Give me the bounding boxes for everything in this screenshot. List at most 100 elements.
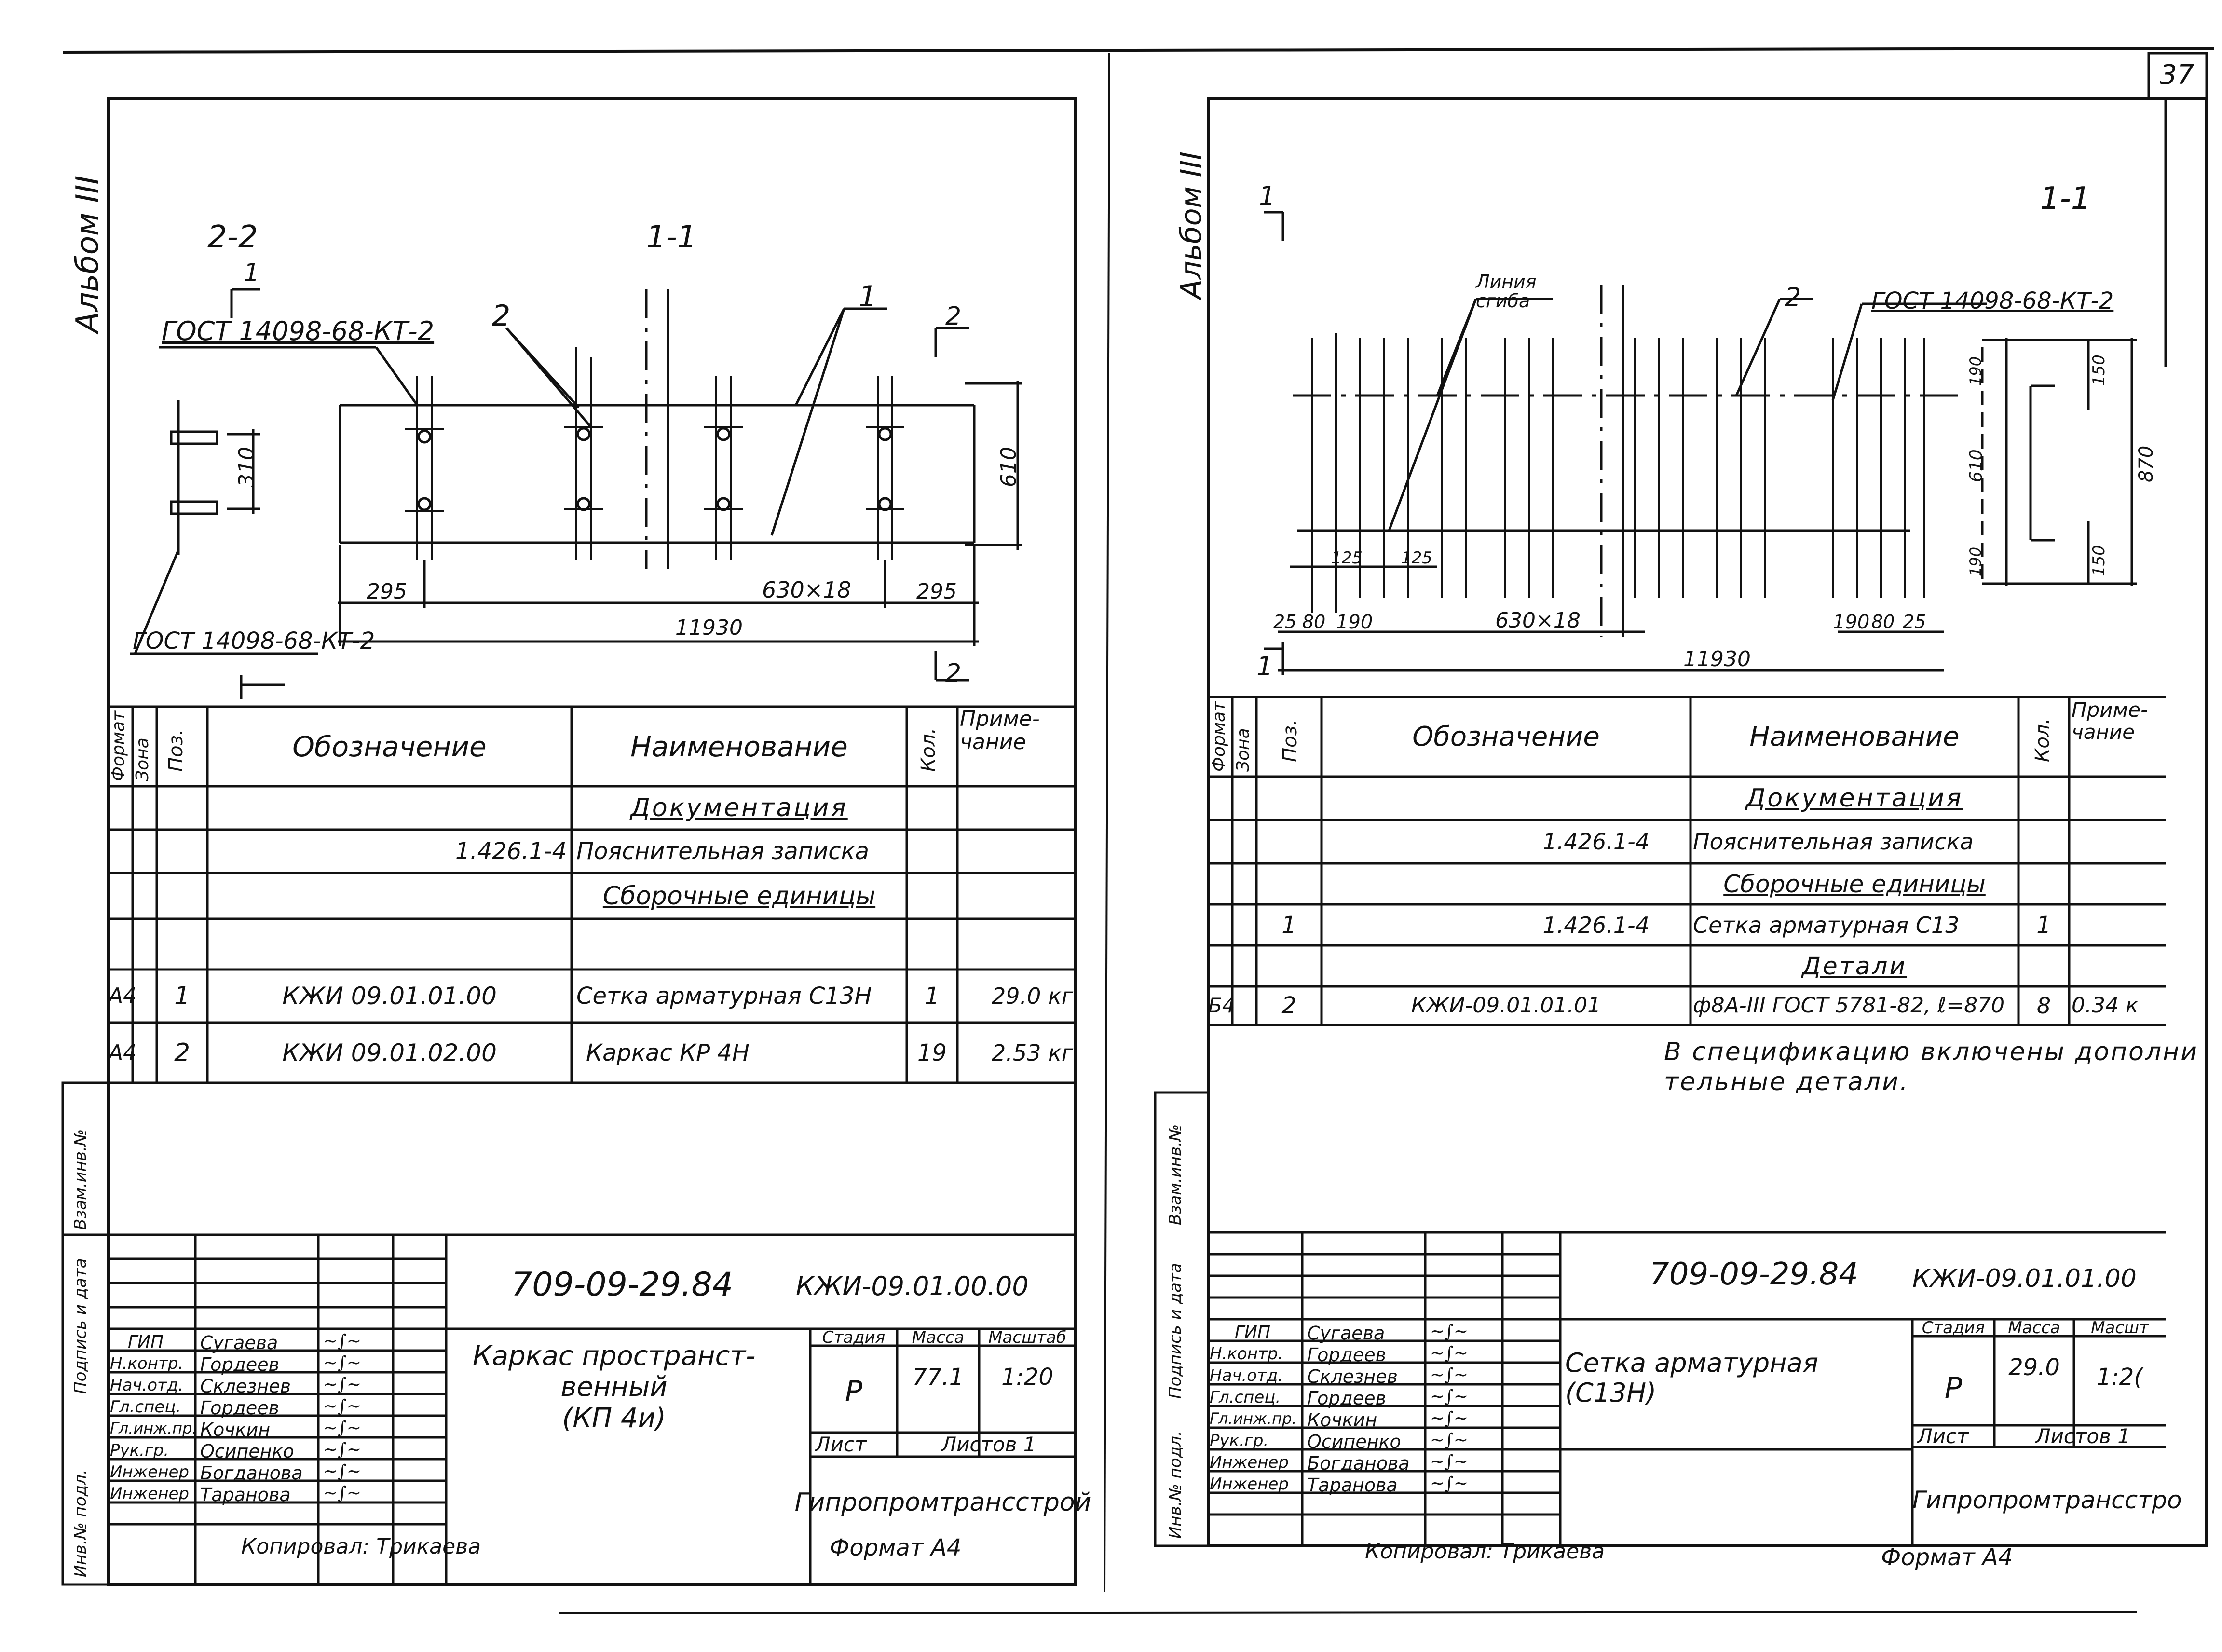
page-number: 37	[2160, 59, 2195, 91]
person-name: Гордеев	[200, 1354, 279, 1375]
album-label: Альбом III	[1174, 151, 1208, 299]
spec-row-note: 2.53 кг	[992, 1039, 1073, 1066]
spec-row-designation: КЖИ 09.01.02.00	[282, 1038, 497, 1067]
signature: ~∫~	[323, 1461, 362, 1481]
dimension: 125	[1401, 548, 1432, 568]
doc-code: КЖИ-09.01.01.00	[1912, 1264, 2137, 1293]
role: Инженер	[1210, 1453, 1289, 1472]
dimension: 25	[1273, 611, 1297, 632]
spec-row-note: 0.34 к	[2072, 993, 2139, 1018]
dimension: 190	[1966, 546, 1985, 576]
stage-value: Р	[845, 1375, 863, 1408]
spec-row-name: Сетка арматурная С13Н	[576, 983, 872, 1010]
dimension: 630×18	[762, 577, 851, 603]
section-mark: 1	[244, 259, 260, 287]
dimension: 295	[367, 579, 407, 604]
section-mark: 2	[945, 302, 962, 331]
person-name: Гордеев	[1307, 1344, 1386, 1365]
scale-value: 1:20	[1001, 1364, 1053, 1391]
sheet-format: Формат А4	[1881, 1544, 2013, 1571]
dimension: 150	[2089, 545, 2109, 576]
spec-remark: В спецификацию включены дополни тельные …	[1664, 1038, 2198, 1097]
signature: ~∫~	[323, 1418, 362, 1438]
spec-row-qty: 1	[925, 983, 940, 1010]
sheets-label: Листов 1	[941, 1433, 1036, 1456]
mass-value: 29.0	[2008, 1354, 2060, 1381]
person-name: Богданова	[200, 1462, 303, 1484]
signature: ~∫~	[1430, 1452, 1469, 1472]
spec-row-qty: 8	[2036, 993, 2051, 1019]
role: ГИП	[1235, 1323, 1271, 1342]
spec-row-format: Б4	[1208, 994, 1235, 1017]
section-2-2-label: 2-2	[207, 219, 258, 255]
role: Инженер	[110, 1484, 189, 1503]
stage-value: Р	[1944, 1371, 1963, 1405]
signature: ~∫~	[323, 1331, 362, 1351]
dimension: 630×18	[1495, 608, 1581, 633]
signature: ~∫~	[1430, 1474, 1469, 1493]
spec-row-name: Пояснительная записка	[1693, 829, 1974, 855]
spec-header-qty: Кол.	[2031, 718, 2054, 762]
spec-header-name: Наименование	[630, 730, 848, 763]
stamp-label: Подпись и дата	[71, 1258, 90, 1394]
copied-by: Копировал: Трикаева	[241, 1534, 481, 1559]
organization: Гипропромтрансстро	[1912, 1486, 2182, 1514]
stamp-label: Инв.№ подл.	[71, 1469, 90, 1577]
person-name: Таранова	[200, 1484, 291, 1505]
dimension: 190	[1966, 356, 1985, 386]
dimension: 150	[2089, 355, 2109, 386]
doc-number: 709-09-29.84	[1649, 1256, 1858, 1292]
signature: ~∫~	[1430, 1365, 1469, 1385]
person-name: Склезнев	[1307, 1366, 1398, 1387]
spec-header-zone: Зона	[1233, 728, 1253, 772]
spec-row-designation: 1.426.1-4	[1542, 912, 1649, 938]
spec-row-designation: КЖИ-09.01.01.01	[1411, 993, 1601, 1018]
stage-label: Стадия	[822, 1327, 886, 1347]
dimension: 295	[916, 579, 957, 604]
spec-row-pos: 2	[1281, 992, 1296, 1019]
signature: ~∫~	[1430, 1322, 1469, 1341]
sheets-label: Листов 1	[2035, 1424, 2130, 1448]
signature: ~∫~	[323, 1375, 362, 1394]
spec-row-note: 29.0 кг	[992, 983, 1073, 1009]
organization: Гипропромтрансстрой	[794, 1488, 1091, 1517]
sheet-format: Формат А4	[830, 1534, 962, 1561]
spec-row-name: Пояснительная записка	[576, 838, 870, 865]
person-name: Сугаева	[200, 1332, 278, 1353]
spec-row-pos: 1	[1281, 911, 1296, 939]
dimension: 11930	[1683, 647, 1751, 671]
role: Нач.отд.	[1210, 1366, 1283, 1385]
dimension: 870	[2135, 445, 2157, 482]
sheet-label: Лист	[1917, 1424, 1969, 1448]
spec-header-designation: Обозначение	[292, 730, 487, 763]
role: Инженер	[1210, 1475, 1289, 1494]
spec-row-designation: 1.426.1-4	[1542, 829, 1649, 855]
spec-row-heading: Документация	[1745, 784, 1963, 813]
signature: ~∫~	[1430, 1343, 1469, 1363]
dimension: 610	[996, 447, 1021, 487]
mass-label: Масса	[2008, 1318, 2060, 1338]
spec-header-name: Наименование	[1749, 721, 1960, 752]
spec-header-designation: Обозначение	[1412, 721, 1600, 752]
section-mark: 1	[1256, 651, 1273, 682]
role: Гл.инж.пр.	[1210, 1409, 1297, 1428]
person-name: Склезнев	[200, 1376, 291, 1397]
dimension: 11930	[675, 615, 743, 640]
spec-row-heading: Сборочные единицы	[1723, 870, 1986, 898]
spec-row-designation: КЖИ 09.01.01.00	[282, 982, 497, 1010]
signature: ~∫~	[323, 1440, 362, 1460]
signature: ~∫~	[1430, 1408, 1469, 1428]
role: Н.контр.	[110, 1354, 184, 1373]
dimension: 125	[1331, 548, 1363, 568]
dimension: 190	[1336, 611, 1373, 633]
gost-label: ГОСТ 14098-68-КТ-2	[133, 628, 375, 655]
person-name: Гордеев	[200, 1397, 279, 1419]
stage-label: Стадия	[1922, 1318, 1985, 1338]
dimension: 310	[234, 447, 259, 487]
section-1-1-label: 1-1	[646, 219, 697, 255]
spec-row-heading: Сборочные единицы	[602, 881, 876, 911]
role: Н.контр.	[1210, 1344, 1283, 1364]
gost-label: ГОСТ 14098-68-КТ-2	[1871, 287, 2114, 314]
stamp-label: Подпись и дата	[1166, 1263, 1185, 1399]
